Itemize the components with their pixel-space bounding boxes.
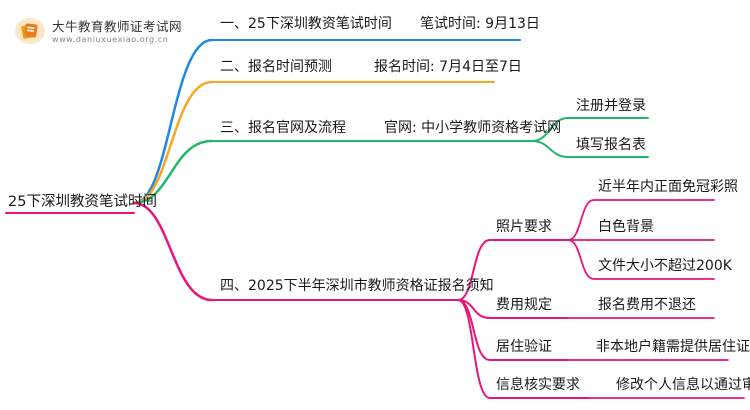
branch-3-detail: 官网: 中小学教师资格考试网	[384, 120, 562, 136]
branch-3-title: 三、报名官网及流程	[220, 120, 346, 136]
info-verification: 信息核实要求	[496, 377, 580, 393]
link-branch-1	[132, 38, 214, 205]
fee-rules: 费用规定	[496, 297, 552, 313]
link-branch-2	[132, 80, 214, 205]
photo-req-1: 近半年内正面免冠彩照	[598, 179, 738, 195]
fee-rules-detail: 报名费用不退还	[598, 297, 696, 313]
book-logo-icon	[15, 18, 45, 44]
branch-2-title: 二、报名时间预测	[220, 59, 332, 75]
logo-url: www.daniuxuexiao.org.cn	[52, 35, 169, 44]
branch-3-step-2: 填写报名表	[576, 137, 646, 153]
residence-detail: 非本地户籍需提供居住证明	[596, 339, 750, 355]
logo-name: 大牛教育教师证考试网	[52, 19, 183, 34]
link-info-verification	[457, 299, 491, 399]
branch-1-title: 一、25下深圳教资笔试时间	[220, 16, 392, 32]
site-logo: 大牛教育教师证考试网 www.daniuxuexiao.org.cn	[10, 14, 220, 48]
photo-req-2: 白色背景	[598, 219, 654, 235]
branch-4-title: 四、2025下半年深圳市教师资格证报名须知	[220, 278, 494, 294]
branch-3-step-1: 注册并登录	[576, 98, 646, 114]
link-branch-4	[132, 201, 214, 302]
link-photo-req-3	[567, 239, 595, 280]
link-photo-requirements	[457, 239, 491, 301]
residence-verification: 居住验证	[496, 339, 552, 355]
branch-2-detail: 报名时间: 7月4日至7日	[374, 59, 522, 75]
link-branch-3	[132, 139, 214, 205]
photo-req-3: 文件大小不超过200K	[598, 258, 732, 274]
photo-requirements: 照片要求	[496, 219, 552, 235]
branch-1-detail: 笔试时间: 9月13日	[420, 16, 540, 32]
link-photo-req-1	[567, 199, 595, 241]
info-verification-detail: 修改个人信息以通过审核	[616, 377, 750, 393]
link-step-2	[531, 140, 569, 158]
root-topic: 25下深圳教资笔试时间	[8, 194, 157, 210]
